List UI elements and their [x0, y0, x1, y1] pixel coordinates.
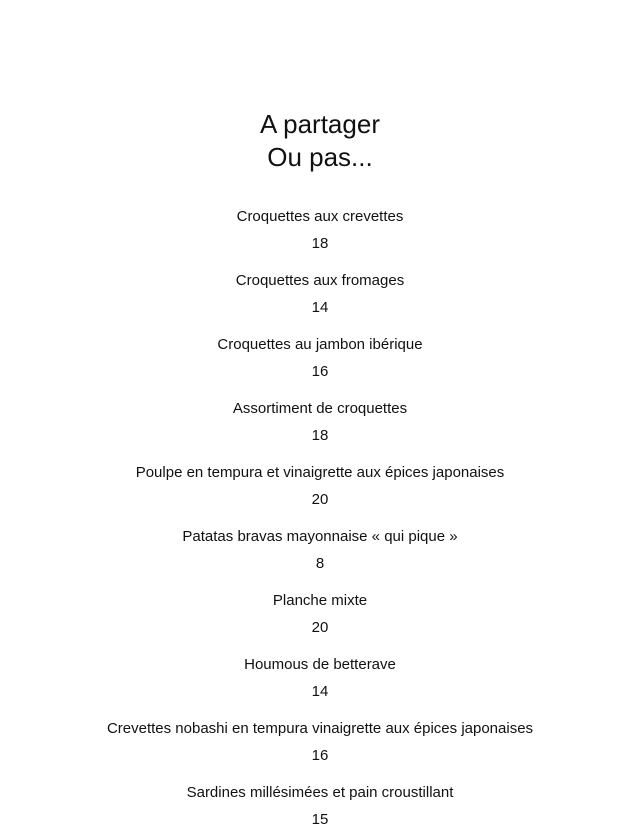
menu-item-name: Assortiment de croquettes: [232, 400, 408, 417]
menu-item-price: 14: [311, 299, 329, 316]
page-title: A partager Ou pas...: [260, 108, 380, 174]
menu-item-name: Planche mixte: [272, 592, 368, 609]
menu-entry: Houmous de betterave 14: [0, 652, 640, 705]
menu-item-name: Croquettes au jambon ibérique: [217, 336, 423, 353]
menu-entry: Poulpe en tempura et vinaigrette aux épi…: [0, 460, 640, 513]
page-title-line-1: A partager: [260, 109, 380, 139]
menu-item-name: Croquettes aux crevettes: [236, 208, 404, 225]
menu-item-price: 20: [311, 491, 329, 508]
menu-entry: Croquettes au jambon ibérique 16: [0, 332, 640, 385]
menu-item-price: 8: [315, 555, 325, 572]
menu-item-price: 16: [311, 747, 329, 764]
menu-item-price: 18: [311, 427, 329, 444]
menu-item-name: Houmous de betterave: [244, 656, 396, 673]
menu-entry: Croquettes aux crevettes 18: [0, 204, 640, 257]
menu-item-price: 20: [311, 619, 329, 636]
menu-item-name: Patatas bravas mayonnaise « qui pique »: [182, 528, 458, 545]
menu-entry: Crevettes nobashi en tempura vinaigrette…: [0, 716, 640, 769]
menu-item-price: 15: [311, 811, 329, 828]
menu-entry: Sardines millésimées et pain croustillan…: [0, 780, 640, 833]
page-title-line-2: Ou pas...: [267, 142, 373, 172]
menu-item-list: Croquettes aux crevettes 18 Croquettes a…: [0, 204, 640, 833]
menu-item-name: Poulpe en tempura et vinaigrette aux épi…: [135, 464, 505, 481]
menu-entry: Planche mixte 20: [0, 588, 640, 641]
menu-item-name: Sardines millésimées et pain croustillan…: [186, 784, 454, 801]
menu-entry: Patatas bravas mayonnaise « qui pique » …: [0, 524, 640, 577]
menu-item-name: Crevettes nobashi en tempura vinaigrette…: [106, 720, 534, 737]
menu-entry: Assortiment de croquettes 18: [0, 396, 640, 449]
menu-entry: Croquettes aux fromages 14: [0, 268, 640, 321]
menu-item-price: 16: [311, 363, 329, 380]
menu-item-name: Croquettes aux fromages: [235, 272, 405, 289]
menu-item-price: 18: [311, 235, 329, 252]
menu-item-price: 14: [311, 683, 329, 700]
